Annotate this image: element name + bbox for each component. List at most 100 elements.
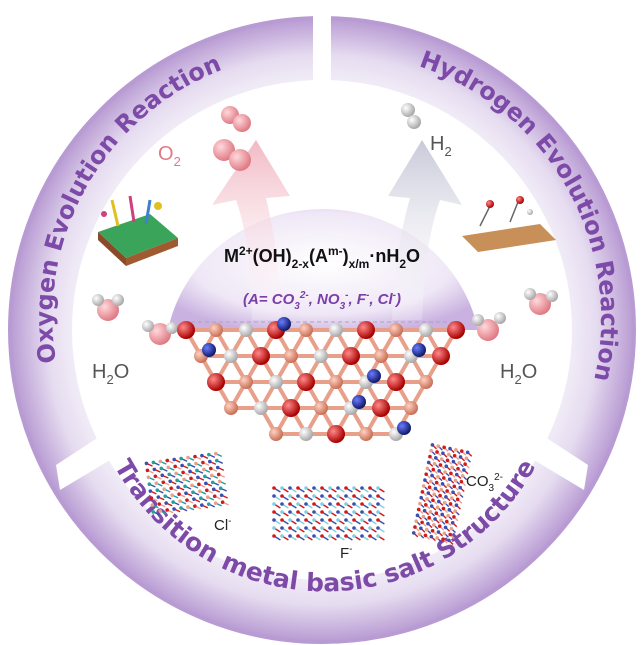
thumbnail-atom xyxy=(360,510,364,514)
thumbnail-atom xyxy=(446,483,451,487)
her-catalyst-illustration xyxy=(462,196,556,252)
thumbnail-atom xyxy=(420,490,425,494)
thumbnail-atom xyxy=(447,538,451,543)
nitrogen-atom xyxy=(352,395,366,409)
thumbnail-atom xyxy=(210,480,215,485)
thumbnail-atom xyxy=(440,512,444,517)
thumbnail-atom xyxy=(186,505,190,509)
thumbnail-atom xyxy=(188,469,192,474)
thumbnail-atom xyxy=(206,502,211,506)
thumbnail-atom xyxy=(360,486,364,490)
thumbnail-atom xyxy=(173,464,177,469)
thumbnail-atom xyxy=(288,534,292,538)
oxygen-atom xyxy=(297,373,315,391)
thumbnail-atom xyxy=(463,462,467,466)
thumbnail-atom xyxy=(436,474,440,479)
h2o-right-label: H2O xyxy=(500,361,537,387)
thumbnail-atom xyxy=(464,456,469,461)
thumbnail-atom xyxy=(320,486,324,490)
thumbnail-atom xyxy=(296,518,300,522)
thumbnail-atom xyxy=(191,490,195,495)
thumbnail-atom xyxy=(151,510,156,514)
thumbnail-atom xyxy=(444,519,449,524)
thumbnail-atom xyxy=(352,502,356,506)
thumbnail-atom xyxy=(288,502,292,506)
thumbnail-atom xyxy=(435,536,439,540)
thumbnail-atom xyxy=(336,518,340,522)
thumbnail-atom xyxy=(446,513,450,518)
thumbnail-atom xyxy=(447,477,452,482)
thumbnail-atom xyxy=(444,464,449,469)
thumbnail-atom xyxy=(194,461,198,466)
thumbnail-atom xyxy=(360,494,364,498)
thumbnail-atom xyxy=(368,486,372,490)
thumbnail-atom xyxy=(280,494,284,498)
thumbnail-atom xyxy=(422,508,427,513)
thumbnail-atom xyxy=(312,518,316,522)
nitrogen-atom xyxy=(412,343,426,357)
thumbnail-atom xyxy=(445,458,450,463)
thumbnail-atom xyxy=(288,510,292,514)
oer-catalyst-illustration xyxy=(98,195,178,266)
thumbnail-atom xyxy=(336,534,340,538)
thumbnail-atom xyxy=(197,482,201,487)
thumbnail-atom xyxy=(166,465,171,470)
thumbnail-atom xyxy=(146,475,151,480)
thumbnail-atom xyxy=(193,454,197,459)
thumbnail-atom xyxy=(186,455,190,460)
thumbnail-atom xyxy=(200,503,204,507)
thumbnail-atom xyxy=(432,461,437,466)
thumbnail-atom xyxy=(272,494,276,498)
thumbnail-atom xyxy=(201,460,205,465)
thumbnail-atom xyxy=(179,506,183,510)
thumbnail-atom xyxy=(457,491,461,496)
thumbnail-atom xyxy=(204,481,208,486)
thumbnail-atom xyxy=(454,472,459,477)
thumbnail-atom xyxy=(184,491,188,496)
thumbnail-atom xyxy=(328,510,332,514)
thumbnail-atom xyxy=(431,467,436,472)
thumbnail-atom xyxy=(288,526,292,530)
thumbnail-atom xyxy=(152,467,157,472)
thumbnail-atom xyxy=(168,479,172,484)
thumbnail-atom xyxy=(436,499,441,504)
thumbnail-atom xyxy=(429,479,433,484)
oxygen-atom xyxy=(447,321,465,339)
metal-atom xyxy=(374,349,388,363)
thumbnail-atom xyxy=(155,488,160,492)
thumbnail-atom xyxy=(320,518,324,522)
thumbnail-atom xyxy=(438,493,442,498)
thumbnail-atom xyxy=(196,475,200,480)
thumbnail-atom xyxy=(157,502,162,506)
hydrogen-atom xyxy=(314,349,328,363)
oxygen-atom xyxy=(207,373,225,391)
thumbnail-atom xyxy=(447,508,452,512)
thumbnail-atom xyxy=(304,534,308,538)
cl-structure-thumbnail xyxy=(144,451,229,516)
thumbnail-atom xyxy=(421,484,426,488)
thumbnail-atom xyxy=(174,471,178,476)
thumbnail-atom xyxy=(444,495,448,499)
thumbnail-atom xyxy=(304,494,308,498)
oxygen-atom xyxy=(327,425,345,443)
thumbnail-atom xyxy=(437,469,441,473)
thumbnail-atom xyxy=(432,523,436,527)
thumbnail-atom xyxy=(441,506,446,511)
thumbnail-atom xyxy=(183,484,187,489)
thumbnail-atom xyxy=(368,526,372,530)
thumbnail-atom xyxy=(368,534,372,538)
thumbnail-atom xyxy=(198,489,202,494)
oxygen-atom xyxy=(282,399,300,417)
thumbnail-atom xyxy=(296,486,300,490)
thumbnail-atom xyxy=(430,473,434,478)
thumbnail-atom xyxy=(360,526,364,530)
thumbnail-atom xyxy=(376,486,380,490)
thumbnail-atom xyxy=(193,504,197,508)
thumbnail-atom xyxy=(441,476,446,480)
thumbnail-atom xyxy=(439,457,444,461)
thumbnail-atom xyxy=(459,479,464,484)
metal-atom xyxy=(209,323,223,337)
thumbnail-atom xyxy=(172,507,176,511)
thumbnail-atom xyxy=(441,451,445,456)
